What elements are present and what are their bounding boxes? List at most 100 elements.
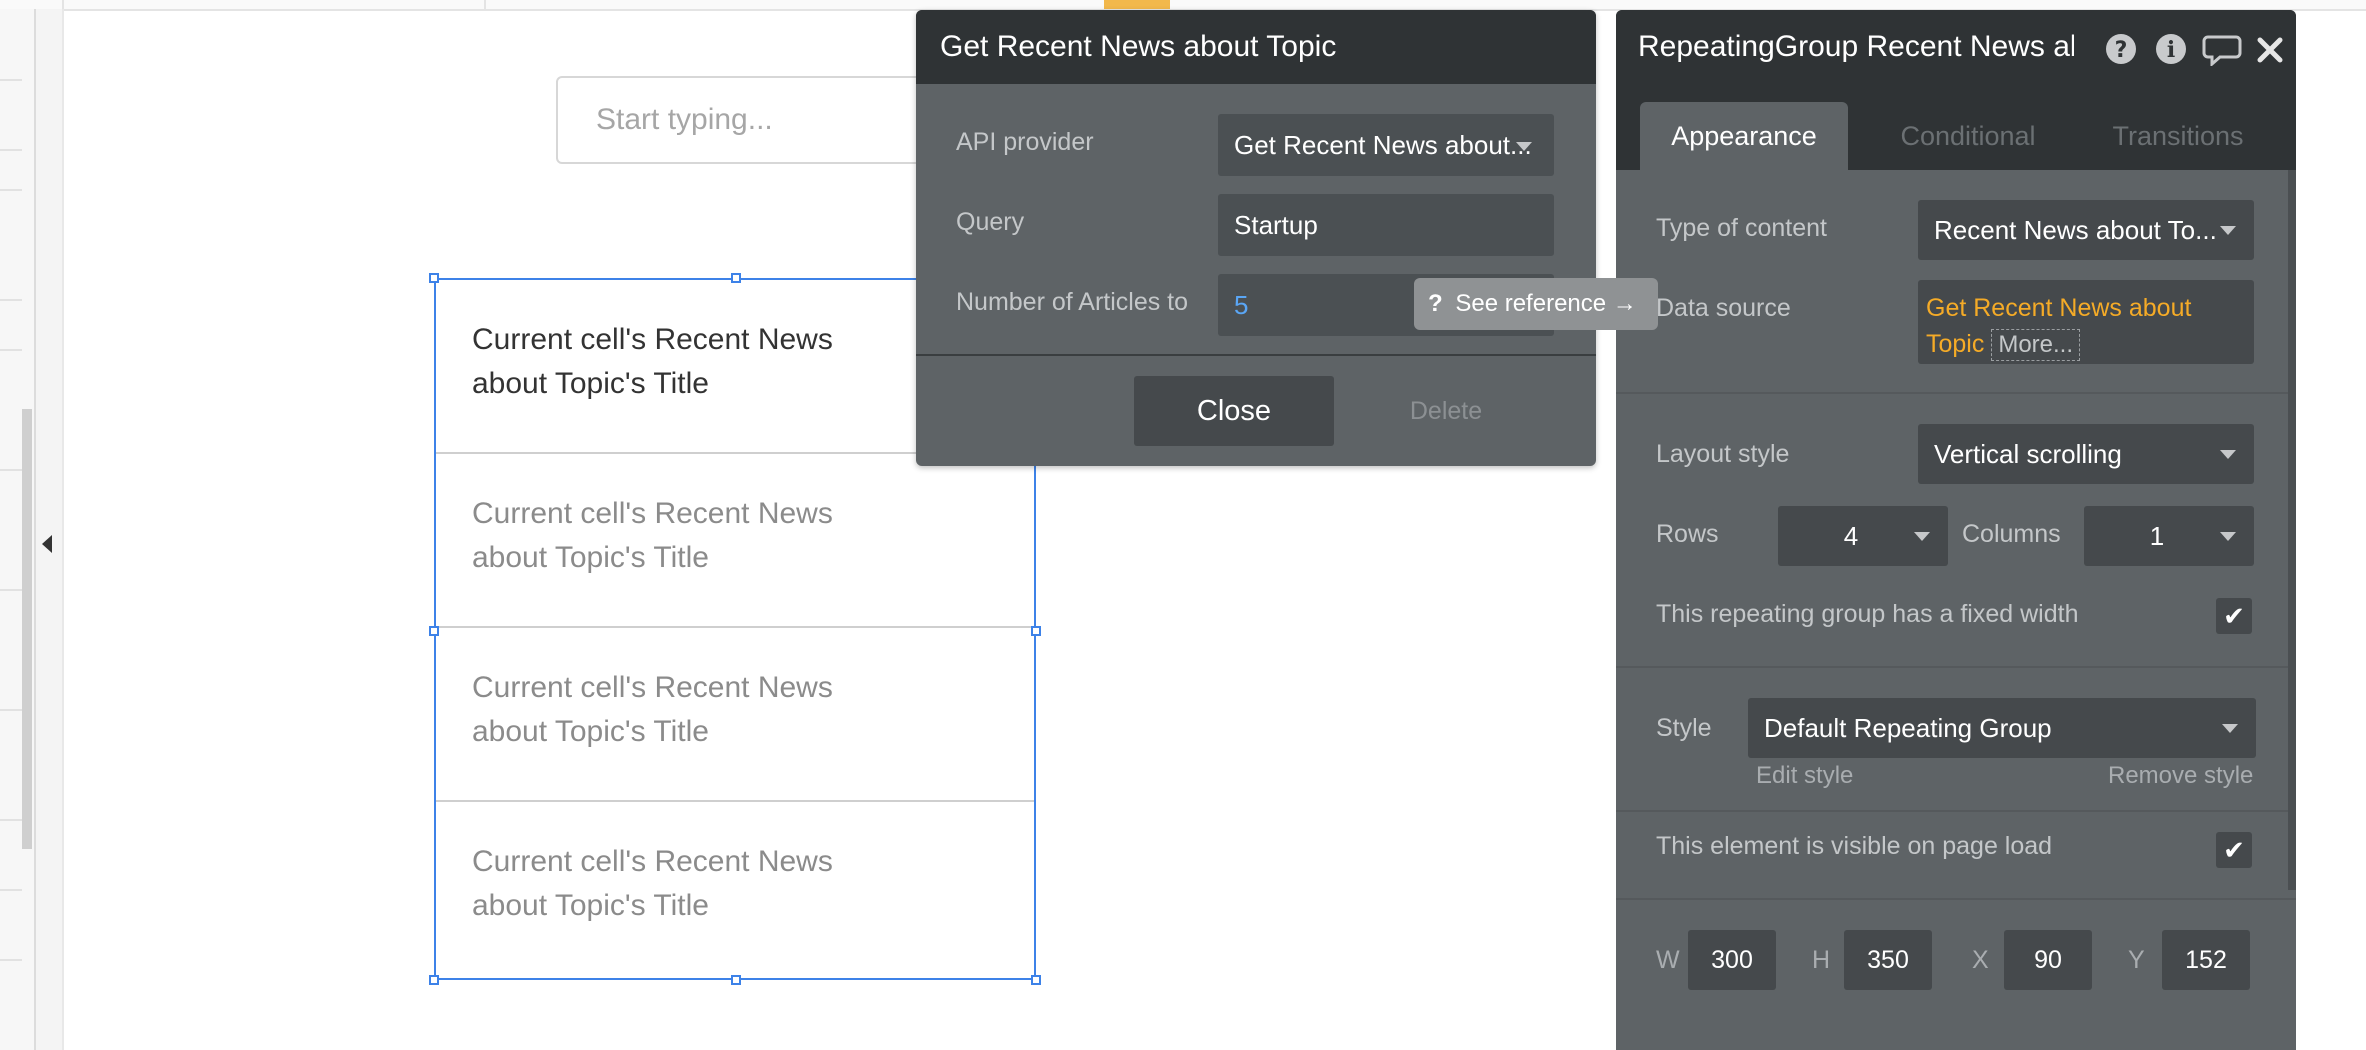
edit-style-link[interactable]: Edit style: [1756, 762, 1854, 789]
visible-on-load-label: This element is visible on page load: [1656, 832, 2053, 860]
height-label: H: [1812, 946, 1831, 974]
api-provider-label: API provider: [956, 128, 1094, 156]
api-provider-dropdown[interactable]: Get Recent News about...: [1218, 114, 1554, 176]
comment-icon[interactable]: [2202, 32, 2242, 66]
property-editor: RepeatingGroup Recent News abo ? i Appea…: [1616, 10, 2296, 1050]
y-field[interactable]: 152: [2162, 930, 2250, 990]
x-label: X: [1972, 946, 1989, 974]
gutter-line: [0, 959, 22, 961]
type-of-content-label: Type of content: [1656, 214, 1827, 242]
visible-on-load-checkbox[interactable]: ✔: [2216, 832, 2252, 868]
height-field[interactable]: 350: [1844, 930, 1932, 990]
gutter-line: [0, 349, 22, 351]
chevron-down-icon: [1516, 142, 1532, 151]
see-reference-button[interactable]: ? See reference →: [1414, 278, 1658, 330]
close-icon[interactable]: [2256, 32, 2284, 66]
gutter-line: [0, 889, 22, 891]
gutter-line: [0, 469, 22, 471]
chevron-down-icon: [1914, 532, 1930, 541]
data-source-value: Get Recent News about Topic: [1926, 294, 2192, 358]
divider: [916, 354, 1596, 356]
fixed-width-label: This repeating group has a fixed width: [1656, 600, 2079, 628]
cell-title-text: Current cell's Recent News about Topic's…: [472, 323, 833, 400]
see-reference-label: See reference →: [1455, 290, 1637, 317]
gutter-scrollbar[interactable]: [22, 409, 32, 849]
remove-style-link[interactable]: Remove style: [2108, 762, 2254, 789]
property-editor-title: RepeatingGroup Recent News abo: [1638, 30, 2074, 63]
gutter-line: [0, 189, 22, 191]
style-value: Default Repeating Group: [1764, 713, 2052, 743]
resize-handle[interactable]: [1031, 626, 1041, 636]
search-input[interactable]: Start typing...: [556, 76, 956, 164]
gutter-line: [0, 299, 22, 301]
style-label: Style: [1656, 714, 1712, 742]
collapse-arrow-icon[interactable]: [42, 535, 52, 553]
columns-value: 1: [2149, 521, 2165, 551]
type-of-content-dropdown[interactable]: Recent News about To...: [1918, 200, 2254, 260]
cell-title-text: Current cell's Recent News about Topic's…: [472, 845, 833, 922]
more-button[interactable]: More...: [1991, 329, 2081, 362]
svg-text:i: i: [2167, 37, 2175, 63]
resize-handle[interactable]: [429, 626, 439, 636]
x-field[interactable]: 90: [2004, 930, 2092, 990]
chevron-down-icon: [2220, 226, 2236, 235]
layout-style-value: Vertical scrolling: [1934, 439, 2122, 469]
list-item[interactable]: Current cell's Recent News about Topic's…: [436, 280, 1034, 454]
y-label: Y: [2128, 946, 2145, 974]
api-popup-title: Get Recent News about Topic: [940, 30, 1337, 63]
chevron-down-icon: [2220, 450, 2236, 459]
list-item[interactable]: Current cell's Recent News about Topic's…: [436, 802, 1034, 976]
ruler-tick: [484, 0, 486, 9]
left-sidebar-gutter: [0, 9, 36, 1050]
svg-text:?: ?: [2115, 38, 2128, 63]
gutter-line: [0, 819, 22, 821]
api-datasource-popup: Get Recent News about Topic API provider…: [916, 10, 1596, 466]
resize-handle[interactable]: [429, 273, 439, 283]
columns-dropdown[interactable]: 1: [2084, 506, 2254, 566]
divider: [1616, 898, 2296, 900]
chevron-down-icon: [2222, 724, 2238, 733]
delete-button[interactable]: Delete: [1409, 397, 1483, 425]
cell-title-text: Current cell's Recent News about Topic's…: [472, 497, 833, 574]
gutter-line: [0, 79, 22, 81]
chevron-down-icon: [2220, 532, 2236, 541]
resize-handle[interactable]: [429, 975, 439, 985]
property-editor-scrollbar[interactable]: [2288, 170, 2296, 890]
resize-handle[interactable]: [731, 975, 741, 985]
width-field[interactable]: 300: [1688, 930, 1776, 990]
divider: [1616, 666, 2296, 668]
resize-handle[interactable]: [731, 273, 741, 283]
type-of-content-value: Recent News about To...: [1934, 215, 2217, 245]
checkmark-icon: ✔: [2223, 835, 2245, 865]
query-label: Query: [956, 208, 1025, 236]
rows-value: 4: [1843, 521, 1859, 551]
gutter-line: [0, 709, 22, 711]
tab-conditional[interactable]: Conditional: [1900, 121, 2036, 151]
list-item[interactable]: Current cell's Recent News about Topic's…: [436, 454, 1034, 628]
resize-handle[interactable]: [1031, 975, 1041, 985]
property-editor-header: RepeatingGroup Recent News abo ? i Appea…: [1616, 10, 2296, 170]
top-accent-marker: [1104, 0, 1170, 9]
help-icon[interactable]: ?: [2104, 32, 2138, 66]
gutter-line: [0, 149, 22, 151]
article-count-label: Number of Articles to: [956, 288, 1189, 316]
style-dropdown[interactable]: Default Repeating Group: [1748, 698, 2256, 758]
data-source-expression[interactable]: Get Recent News about Topic More...: [1918, 280, 2254, 364]
layout-style-dropdown[interactable]: Vertical scrolling: [1918, 424, 2254, 484]
api-popup-header: Get Recent News about Topic: [916, 10, 1596, 84]
data-source-label: Data source: [1656, 294, 1791, 322]
width-label: W: [1656, 946, 1680, 974]
info-icon[interactable]: i: [2154, 32, 2188, 66]
layout-style-label: Layout style: [1656, 440, 1790, 468]
tab-appearance[interactable]: Appearance: [1640, 102, 1848, 170]
tab-transitions[interactable]: Transitions: [2112, 121, 2244, 151]
query-field[interactable]: Startup: [1218, 194, 1554, 256]
checkmark-icon: ✔: [2223, 601, 2245, 631]
api-provider-value: Get Recent News about...: [1234, 130, 1532, 160]
close-button[interactable]: Close: [1134, 376, 1334, 446]
rows-dropdown[interactable]: 4: [1778, 506, 1948, 566]
list-item[interactable]: Current cell's Recent News about Topic's…: [436, 628, 1034, 802]
divider: [1616, 392, 2296, 394]
columns-label: Columns: [1962, 520, 2061, 548]
fixed-width-checkbox[interactable]: ✔: [2216, 598, 2252, 634]
